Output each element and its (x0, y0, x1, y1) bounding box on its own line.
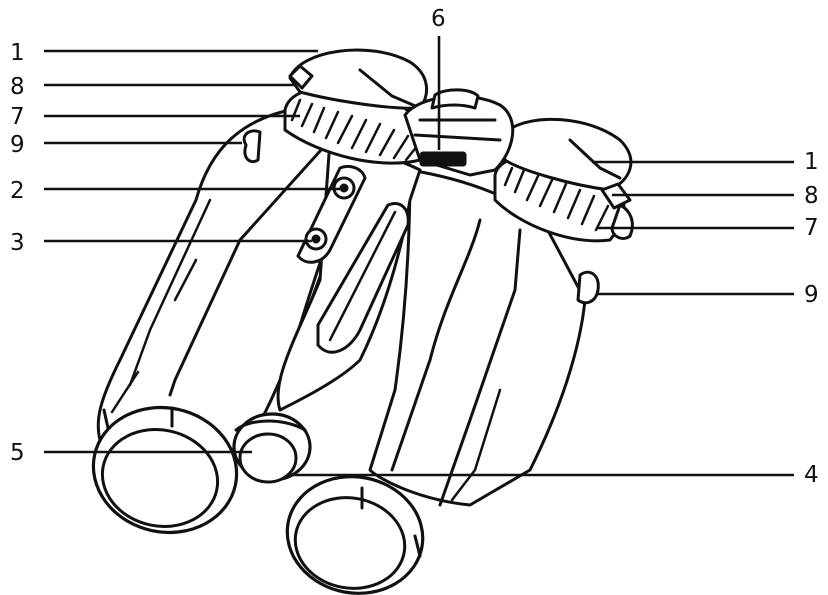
callouts: 6 1 8 7 9 2 3 5 1 8 7 9 4 (10, 6, 819, 488)
right-barrel (368, 168, 587, 507)
right-objective (285, 475, 425, 595)
binocular-illustration (91, 48, 634, 595)
left-objective (91, 405, 239, 535)
callout-label-4-right: 4 (804, 462, 819, 488)
callout-label-3-left: 3 (10, 230, 25, 256)
callout-label-9-left: 9 (10, 132, 25, 158)
right-ring-ribs (503, 166, 610, 232)
rangefinder-lens (232, 412, 312, 484)
callout-label-7-left: 7 (10, 104, 25, 130)
hinge-focus-wheel (403, 88, 515, 177)
callout-label-1-left: 1 (10, 40, 25, 66)
callout-label-7-right: 7 (804, 215, 819, 241)
callout-label-8-right: 8 (804, 183, 819, 209)
focus-wheel-knurl (419, 151, 467, 167)
callout-label-5-left: 5 (10, 440, 25, 466)
callout-label-2-left: 2 (10, 178, 25, 204)
callout-label-1-right: 1 (804, 149, 819, 175)
center-bridge (276, 138, 422, 412)
right-eyepiece (493, 117, 634, 305)
button-panel (296, 164, 367, 264)
left-ring-ribs (290, 98, 420, 162)
callout-label-8-left: 8 (10, 74, 25, 100)
left-eyepiece (242, 48, 429, 165)
callout-label-6-top: 6 (431, 6, 446, 32)
callout-label-9-right: 9 (804, 282, 819, 308)
